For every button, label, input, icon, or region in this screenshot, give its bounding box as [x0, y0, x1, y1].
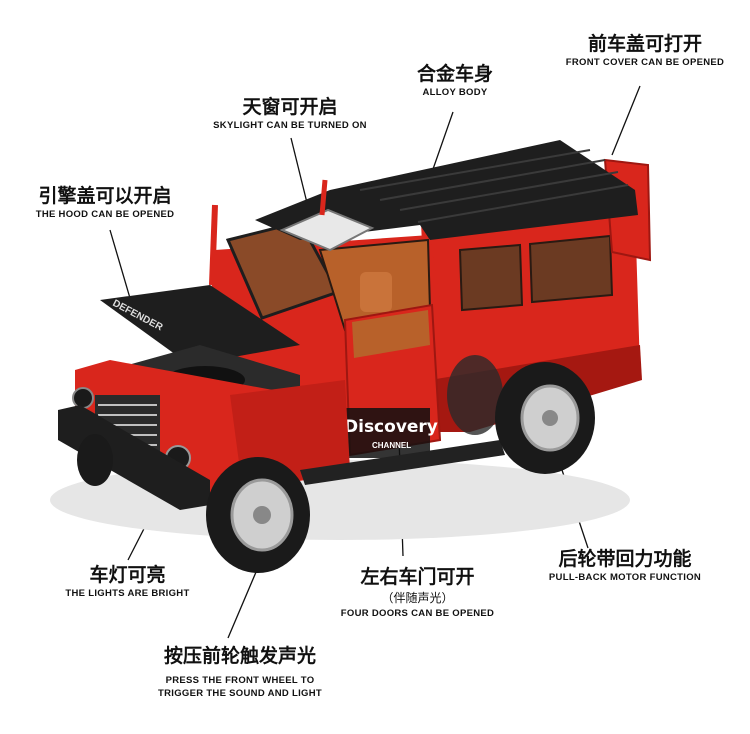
roof — [255, 140, 638, 240]
callout-skylight-en: SKYLIGHT CAN BE TURNED ON — [213, 120, 367, 131]
callout-pullback: 后轮带回力功能 PULL-BACK MOTOR FUNCTION — [535, 547, 715, 584]
seat — [360, 272, 392, 312]
callout-pullback-en: PULL-BACK MOTOR FUNCTION — [548, 572, 702, 583]
front-wheel-far — [77, 434, 113, 486]
callout-hood-en: THE HOOD CAN BE OPENED — [35, 209, 175, 220]
line-front-cover — [611, 85, 641, 156]
rear-wheel — [495, 362, 595, 474]
callout-lights-zh: 车灯可亮 — [89, 564, 166, 586]
callout-doors-sub: （伴随声光） — [381, 591, 454, 605]
front-bumper — [58, 405, 210, 510]
callout-sound-en-line1: PRESS THE FRONT WHEEL TO — [165, 675, 315, 686]
front-cover-strut — [319, 179, 328, 216]
line-hood — [109, 229, 133, 306]
door-brand-text: Discovery — [344, 417, 438, 437]
callout-alloy-body: 合金车身 ALLOY BODY — [390, 62, 520, 99]
callout-hood-zh: 引擎盖可以开启 — [38, 185, 172, 207]
callout-hood: 引擎盖可以开启 THE HOOD CAN BE OPENED — [15, 184, 195, 221]
callout-skylight: 天窗可开启 SKYLIGHT CAN BE TURNED ON — [200, 95, 380, 132]
headlight-left — [72, 387, 94, 409]
front-door-window — [352, 310, 430, 358]
callout-doors-zh: 左右车门可开 — [360, 566, 475, 588]
callout-front-cover-en: FRONT COVER CAN BE OPENED — [565, 57, 725, 68]
callout-front-cover-zh: 前车盖可打开 — [587, 33, 702, 55]
callout-lights: 车灯可亮 THE LIGHTS ARE BRIGHT — [45, 563, 210, 600]
callout-alloy-body-zh: 合金车身 — [416, 63, 493, 85]
rear-window-1 — [458, 243, 524, 312]
callout-sound-zh: 按压前轮触发声光 — [163, 645, 316, 667]
callout-front-cover: 前车盖可打开 FRONT COVER CAN BE OPENED — [545, 32, 745, 69]
callout-alloy-body-en: ALLOY BODY — [422, 87, 488, 98]
door-graphic — [340, 408, 430, 458]
side-step — [300, 440, 505, 485]
rear-window-2 — [528, 234, 614, 304]
door-sub-text: CHANNEL — [372, 441, 411, 450]
callout-doors: 左右车门可开 （伴随声光） FOUR DOORS CAN BE OPENED — [330, 565, 505, 620]
front-wheel — [206, 457, 310, 573]
callout-sound: 按压前轮触发声光 PRESS THE FRONT WHEEL TO TRIGGE… — [140, 644, 340, 700]
callout-sound-en-line2: TRIGGER THE SOUND AND LIGHT — [158, 688, 322, 699]
roof-ribs — [359, 149, 629, 223]
side-tire-graphic — [447, 355, 503, 435]
skylight-opening — [279, 208, 375, 252]
front-body-side — [230, 380, 350, 480]
callout-pullback-zh: 后轮带回力功能 — [558, 548, 692, 570]
callout-skylight-zh: 天窗可开启 — [242, 96, 338, 118]
callout-lights-en: THE LIGHTS ARE BRIGHT — [65, 588, 190, 599]
open-hood — [100, 285, 300, 365]
line-alloy-body — [431, 111, 454, 173]
callout-doors-en: FOUR DOORS CAN BE OPENED — [340, 608, 495, 619]
hood-strut — [209, 204, 218, 286]
